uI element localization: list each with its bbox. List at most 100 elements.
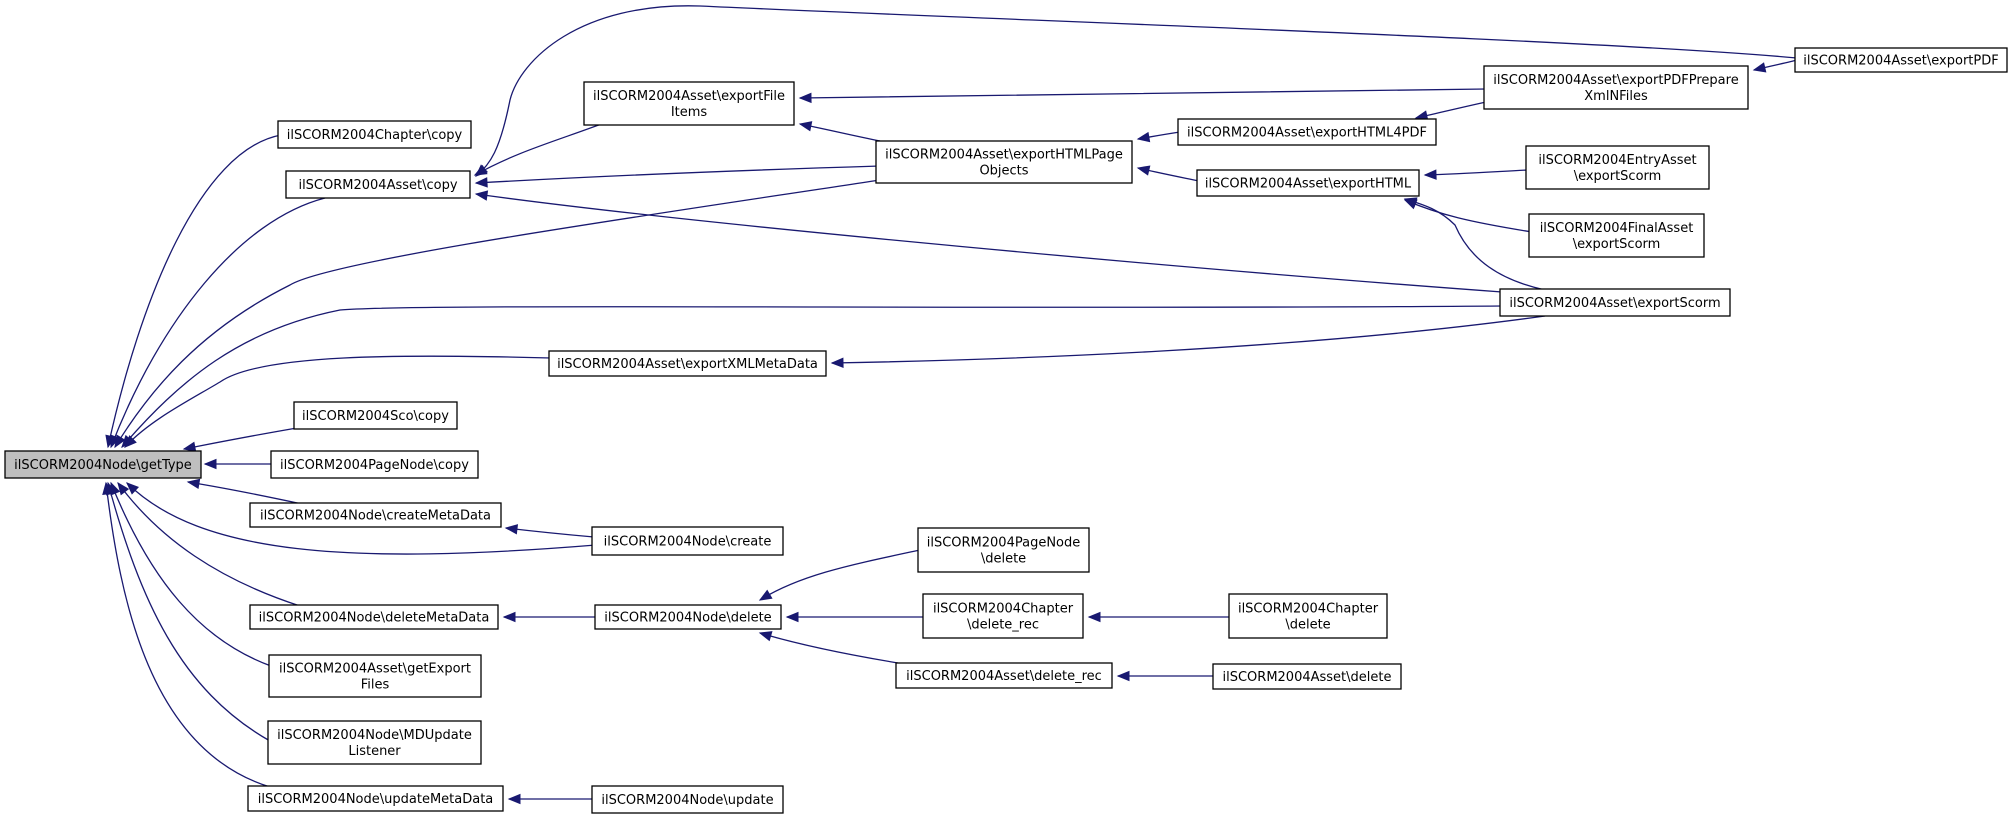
- edge-n11-to-n8: [1403, 197, 1546, 291]
- node-label: ilSCORM2004Node\MDUpdate: [277, 728, 472, 743]
- graph-node[interactable]: ilSCORM2004Asset\exportXMLMetaData: [548, 350, 827, 377]
- node-box: [1177, 118, 1437, 146]
- graph-node[interactable]: ilSCORM2004FinalAsset\exportScorm: [1528, 213, 1705, 258]
- edge-line: [110, 482, 272, 667]
- edge-n19-to-n18: [1087, 611, 1231, 623]
- edge-line: [124, 355, 552, 448]
- edge-n17-to-n21: [758, 549, 921, 601]
- node-label: ilSCORM2004PageNode: [927, 536, 1081, 551]
- graph-node[interactable]: ilSCORM2004Asset\delete: [1212, 663, 1402, 690]
- graph-node[interactable]: ilSCORM2004Asset\exportPDF: [1794, 47, 2008, 73]
- node-label: ilSCORM2004Node\create: [604, 535, 772, 550]
- graph-node[interactable]: ilSCORM2004Chapter\copy: [277, 120, 472, 149]
- graph-node[interactable]: ilSCORM2004Sco\copy: [293, 401, 458, 430]
- edge-line: [110, 197, 326, 448]
- edge-line: [831, 315, 1546, 364]
- edge-n6-to-n5: [1752, 59, 1798, 73]
- node-label: ilSCORM2004Node\update: [601, 793, 773, 808]
- graph-node[interactable]: ilSCORM2004EntryAsset\exportScorm: [1525, 145, 1710, 190]
- graph-node[interactable]: ilSCORM2004Node\createMetaData: [249, 502, 502, 528]
- graph-node[interactable]: ilSCORM2004Chapter\delete: [1228, 593, 1388, 639]
- arrowhead-icon: [758, 589, 773, 601]
- arrowhead-icon: [124, 435, 137, 448]
- edge-line: [759, 632, 899, 664]
- node-label: ilSCORM2004Chapter: [933, 602, 1074, 617]
- node-label: ilSCORM2004Asset\exportHTMLPage: [885, 148, 1123, 163]
- arrowhead-icon: [758, 631, 773, 642]
- graph-node[interactable]: ilSCORM2004Node\create: [591, 526, 784, 556]
- edge-line: [107, 134, 282, 448]
- edge-n4-to-n2: [474, 165, 881, 188]
- arrowhead-icon: [126, 482, 139, 495]
- arrowhead-icon: [474, 190, 489, 201]
- node-box: [548, 350, 827, 377]
- edge-line: [475, 165, 881, 184]
- node-label: ilSCORM2004Asset\copy: [298, 178, 457, 193]
- arrowhead-icon: [1087, 611, 1101, 623]
- node-label: ilSCORM2004Asset\exportPDFPrepare: [1493, 73, 1738, 88]
- node-label: ilSCORM2004Chapter: [1238, 602, 1379, 617]
- graph-node[interactable]: ilSCORM2004Asset\exportHTML: [1196, 169, 1420, 197]
- node-box: [922, 593, 1084, 639]
- edge-line: [121, 305, 1503, 448]
- edge-n20-to-n0: [117, 481, 301, 607]
- arrowhead-icon: [117, 481, 130, 496]
- node-box: [293, 401, 458, 430]
- arrowhead-icon: [475, 164, 489, 177]
- graph-node[interactable]: ilSCORM2004Asset\delete_rec: [895, 662, 1113, 689]
- graph-node[interactable]: ilSCORM2004Asset\exportPDFPrepareXmlNFil…: [1483, 65, 1749, 110]
- edge-line: [126, 482, 597, 555]
- graph-node[interactable]: ilSCORM2004Asset\copy: [285, 170, 471, 199]
- graph-node[interactable]: ilSCORM2004PageNode\copy: [270, 450, 479, 479]
- edge-line: [105, 482, 271, 788]
- arrowhead-icon: [1116, 670, 1130, 682]
- arrowhead-icon: [474, 177, 488, 188]
- node-label: \exportScorm: [1573, 237, 1661, 252]
- arrowhead-icon: [502, 611, 516, 623]
- node-label: ilSCORM2004Asset\delete_rec: [906, 669, 1102, 684]
- edge-line: [183, 427, 298, 450]
- node-label: ilSCORM2004Asset\exportHTML4PDF: [1187, 126, 1427, 141]
- edge-n15-to-n0: [186, 478, 303, 505]
- node-box: [1228, 593, 1388, 639]
- node-label: \delete: [1285, 618, 1330, 633]
- edge-n13-to-n0: [182, 427, 298, 452]
- graph-node[interactable]: ilSCORM2004Node\deleteMetaData: [249, 604, 499, 630]
- arrowhead-icon: [1423, 169, 1437, 180]
- graph-node[interactable]: ilSCORM2004Node\delete: [594, 604, 782, 630]
- node-label: ilSCORM2004Node\delete: [604, 611, 771, 626]
- edge-line: [187, 481, 303, 505]
- edge-n6-to-n2: [475, 5, 1798, 177]
- node-box: [594, 604, 782, 630]
- node-label: ilSCORM2004Asset\delete: [1223, 670, 1392, 685]
- graph-node[interactable]: ilSCORM2004Asset\exportHTML4PDF: [1177, 118, 1437, 146]
- node-label: XmlNFiles: [1584, 89, 1648, 104]
- node-label: ilSCORM2004Sco\copy: [302, 409, 449, 424]
- node-label: ilSCORM2004Asset\exportXMLMetaData: [557, 357, 818, 372]
- arrowhead-icon: [186, 478, 201, 490]
- arrowhead-icon: [504, 524, 519, 535]
- edge-line: [117, 482, 301, 607]
- node-label: \exportScorm: [1574, 169, 1662, 184]
- edge-n3-to-n2: [473, 119, 613, 176]
- graph-node[interactable]: ilSCORM2004Asset\exportScorm: [1499, 288, 1731, 317]
- node-label: ilSCORM2004EntryAsset: [1538, 153, 1696, 168]
- graph-node[interactable]: ilSCORM2004Chapter\delete_rec: [922, 593, 1084, 639]
- arrowhead-icon: [1136, 165, 1151, 176]
- edge-line: [107, 482, 271, 742]
- root-node[interactable]: ilSCORM2004Node\getType: [4, 450, 202, 479]
- graph-node[interactable]: ilSCORM2004Node\updateMetaData: [247, 785, 504, 812]
- graph-node[interactable]: ilSCORM2004Node\update: [591, 785, 784, 814]
- node-box: [875, 140, 1133, 184]
- graph-node[interactable]: ilSCORM2004PageNode\delete: [917, 527, 1090, 573]
- edge-n16-to-n15: [504, 524, 595, 538]
- arrowhead-icon: [203, 458, 217, 470]
- node-label: Listener: [348, 744, 401, 759]
- edge-n26-to-n0: [102, 481, 271, 788]
- edge-n12-to-n0: [124, 355, 552, 448]
- nodes-layer: ilSCORM2004Node\getType ilSCORM2004Chapte…: [4, 47, 2008, 814]
